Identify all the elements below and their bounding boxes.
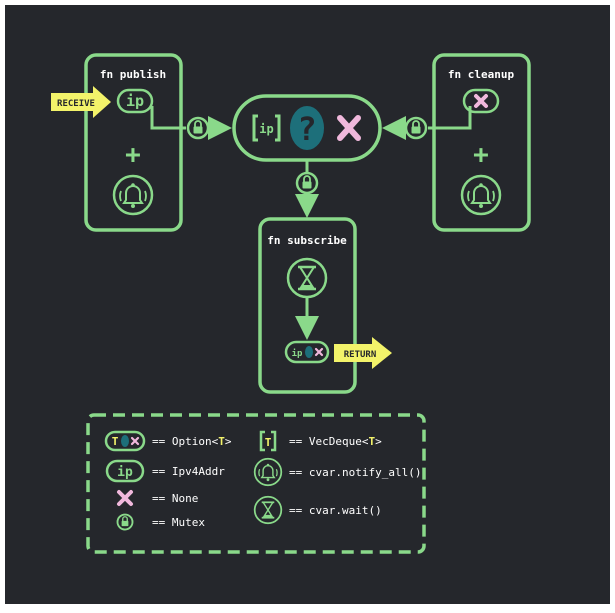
return-label: RETURN (344, 350, 377, 360)
queue-question-mark: ? (297, 110, 316, 148)
publish-title: fn publish (100, 68, 166, 81)
cleanup-lock-icon (404, 116, 428, 140)
shared-queue: ip ? (232, 94, 382, 162)
legend-wait: == cvar.wait() (253, 495, 382, 525)
legend-option: T == Option<T> (104, 430, 232, 452)
publish-box (84, 53, 183, 232)
publish-plus: + (125, 140, 141, 170)
publish-ip-pill (116, 88, 154, 114)
legend-wait-text: == cvar.wait() (289, 504, 382, 517)
queue-option-blob (290, 106, 324, 150)
legend-vec-t: T (265, 436, 272, 449)
queue-bracket-left (252, 114, 258, 142)
legend-vec-bracket-right (271, 430, 277, 452)
legend-ipv4-text: == Ipv4Addr (152, 465, 225, 478)
legend-option-pill (104, 430, 146, 452)
cleanup-none-icon (474, 94, 488, 108)
connectors (150, 106, 472, 218)
legend-vecdeque: T == VecDeque<T> (259, 430, 382, 452)
subscribe-ip-label: ip (292, 348, 303, 359)
publish-function: fn publish ip + (84, 53, 183, 232)
publish-ip-label: ip (126, 92, 144, 110)
legend-none: == None (117, 490, 198, 506)
subscribe-option-pill (284, 340, 330, 364)
subscribe-option-blob (305, 346, 313, 358)
legend: T == Option<T> ip == Ipv4Addr == None ==… (86, 413, 426, 554)
legend-mutex-text: == Mutex (152, 516, 205, 529)
receive-label: RECEIVE (57, 99, 95, 109)
return-arrow-shape (334, 337, 392, 369)
subscribe-box (258, 217, 357, 394)
legend-ipv4: ip == Ipv4Addr (105, 459, 225, 483)
cleanup-title: fn cleanup (448, 68, 515, 81)
subscribe-title: fn subscribe (267, 234, 347, 247)
queue-bracket-right (275, 114, 281, 142)
legend-option-t: T (112, 435, 119, 448)
queue-none-icon (337, 115, 361, 141)
cleanup-plus: + (473, 140, 489, 170)
publish-lock-icon (186, 116, 210, 140)
legend-vec-bracket-left (259, 430, 265, 452)
receive-arrow-shape (51, 86, 111, 118)
receive-arrow: RECEIVE (51, 86, 111, 118)
subscribe-none-icon (314, 347, 324, 357)
legend-ip-label: ip (117, 465, 133, 480)
legend-notify-text: == cvar.notify_all() (289, 466, 421, 479)
cleanup-function: fn cleanup + (432, 53, 531, 232)
legend-notify: == cvar.notify_all() (253, 457, 421, 487)
subscribe-lock-icon (295, 171, 319, 195)
legend-option-x (130, 436, 140, 446)
subscribe-function: fn subscribe ip (258, 217, 357, 394)
cleanup-box (432, 53, 531, 232)
legend-box (86, 413, 426, 554)
publish-connector (150, 106, 186, 130)
return-arrow: RETURN (334, 337, 392, 369)
cleanup-connector (428, 106, 472, 130)
legend-option-blob (121, 435, 129, 447)
cleanup-none-pill (462, 88, 500, 114)
legend-ip-pill (105, 459, 145, 483)
legend-none-text: == None (152, 492, 198, 505)
legend-mutex: == Mutex (116, 513, 205, 531)
queue-ip-label: ip (259, 122, 273, 136)
legend-none-icon (117, 490, 133, 506)
legend-vecdeque-text: == VecDeque<T> (289, 435, 382, 448)
legend-lock-icon (116, 513, 134, 531)
legend-option-text: == Option<T> (152, 435, 232, 448)
